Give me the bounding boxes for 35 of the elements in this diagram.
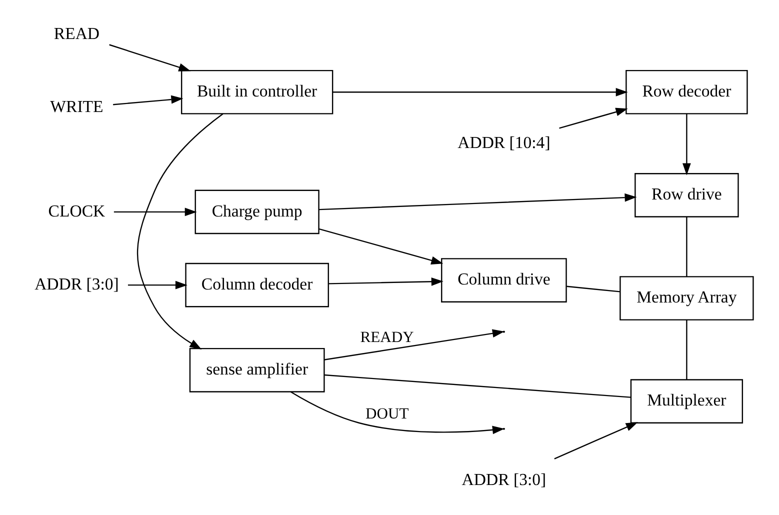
connector — [686, 320, 688, 380]
arrow — [554, 422, 638, 460]
arrow — [559, 108, 628, 129]
node-box: Row drive — [634, 173, 739, 218]
arrow — [290, 391, 504, 434]
node-text: ADDR [3:0] — [34, 274, 119, 294]
edge-label: READY — [360, 328, 414, 346]
arrow — [113, 95, 184, 106]
connector — [686, 216, 688, 276]
node-box: Row decoder — [626, 70, 748, 114]
node-box: sense amplifier — [189, 348, 325, 392]
node-text: ADDR [3:0] — [462, 470, 546, 489]
arrow — [109, 44, 191, 72]
node-box: Memory Array — [620, 276, 754, 320]
arrow — [128, 280, 188, 290]
node-box: Multiplexer — [630, 379, 744, 424]
node-box: Charge pump — [194, 190, 320, 234]
arrow — [318, 228, 444, 264]
node-text: ADDR [10:4] — [458, 133, 550, 152]
edge-label: DOUT — [365, 406, 409, 423]
connector — [324, 374, 631, 398]
node-box: Column decoder — [185, 262, 329, 308]
arrow — [319, 193, 637, 210]
node-box: Built in controller — [180, 70, 334, 114]
connector — [566, 286, 620, 292]
arrow — [324, 329, 504, 360]
node-text: CLOCK — [48, 201, 106, 220]
arrow — [328, 277, 444, 286]
node-text: WRITE — [50, 97, 104, 116]
node-box: Column drive — [441, 258, 567, 302]
arrow — [114, 208, 197, 216]
node-text: READ — [54, 24, 100, 44]
arrow — [332, 88, 628, 96]
arrow — [682, 114, 691, 176]
arrow — [137, 113, 224, 350]
